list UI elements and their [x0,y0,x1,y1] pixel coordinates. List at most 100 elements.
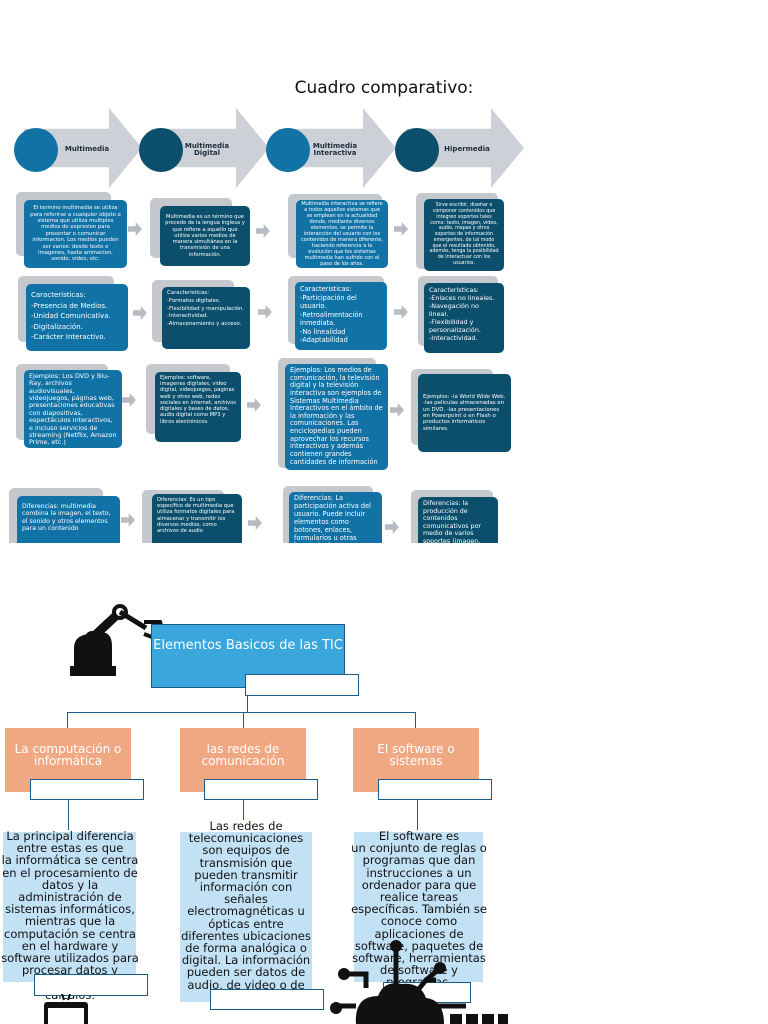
description-line: pueden ser datos de [186,965,306,980]
description-line: entre estas es que [16,841,124,856]
description-line: telecomunicaciones [188,831,304,846]
feature-line: -Presencia de Medios. [31,301,108,310]
feature-line: Caracteristicas: [429,286,479,294]
description-line: digital. La información [181,953,311,968]
feature-line: -Retroalimentación inmediata. [300,310,363,328]
description-line: datos y la [41,877,99,892]
page-break [0,543,768,583]
description-line: son equipos de [202,843,290,858]
definition-box: Multimedia interactiva se refiere a todo… [296,200,388,268]
examples-box: Ejemplos: Los medios de comunicación, la… [285,364,388,470]
header-label-multimedia-digital: Multimedia Digital [184,141,230,157]
description-line: específicas. También se [351,902,487,917]
description-line: pueden transmitir [194,867,298,882]
feature-line: -Enlaces no lineales. [429,294,495,302]
description-bg [3,832,136,982]
description-line: ordenador para que [361,877,477,892]
description-line: software, paquetes de [354,938,484,953]
feature-line: -Participación del usuario. [300,293,357,311]
description-line: El software es [378,829,460,843]
description-line: programas que dan [362,853,476,868]
connector-line [243,800,244,820]
header-label-multimedia-interactiva: Multimedia Interactiva [312,141,358,157]
row-arrow [256,224,270,238]
description-line: Las redes de [209,819,283,833]
connector-line [68,800,69,830]
feature-line: Caracteristicas: [167,290,210,296]
connector-line [247,696,248,712]
row-arrow [385,520,399,534]
feature-line: -Interactividad. [429,334,478,342]
blank-box [210,989,324,1010]
examples-box: Ejemplos: Los DVD y Blu-Ray, archivos au… [24,370,122,448]
header-label-multimedia: Multimedia [64,145,110,154]
features-box: Caracteristicas: -Enlaces no lineales. -… [424,283,504,353]
description-line: computación se centra [4,926,136,941]
description-line: audio, de video o de [187,977,305,992]
header-circle [266,128,310,172]
row-arrow [247,398,261,412]
definition-box: Sirve escribir, diseñar o componer conte… [424,199,504,271]
description-line: diferentes ubicaciones [181,928,311,943]
header-label-hipermedia: Hipermedia [444,145,490,154]
description-line: La principal diferencia [6,829,134,843]
connector-line [243,712,244,728]
feature-line: -Carácter Interactivo. [31,333,106,341]
description-line: información con [199,880,293,895]
description-line: aplicaciones de [374,926,464,941]
row-arrow [248,516,262,530]
monitor-icon [44,994,88,1024]
row-arrow [128,222,142,236]
blank-box [34,974,148,996]
features-box: Caracteristicas: -Formatos digitales. -F… [162,287,250,349]
description-line: sistemas informáticos, [5,902,135,917]
description-line: mientras que la [24,914,116,929]
description-line: conoce como [380,914,458,929]
feature-line: Caracteristicas: [300,285,352,293]
examples-box: Ejemplos: software, imagenes digitales, … [155,372,241,442]
description-line: realice tareas [379,890,459,905]
description-line: en el procesamiento de [2,865,138,880]
description-line: en el hardware y [21,938,119,953]
features-box: Caracteristicas: -Presencia de Medios. -… [26,284,128,351]
description-redes: Las redes de telecomunicaciones son equi… [175,820,317,1003]
description-line: transmisión que [199,855,293,870]
definition-box: El termino multimedia se utiliza para re… [24,200,127,268]
row-arrow [394,222,408,236]
row-arrow [394,305,408,319]
description-computacion: La principal diferencia entre estas es q… [0,830,140,1001]
feature-line: -No linealidad [300,327,346,336]
connector-line [417,800,418,830]
definition-box: Multimedia es un término que procede de … [160,206,250,266]
feature-line: -Flexibilidad y personalización. [429,318,481,334]
connector-line [67,712,68,728]
feature-line: -Navegación no lineal. [429,302,479,318]
feature-line: -Adaptabilidad [300,336,348,345]
feature-line: Caracteristicas: [31,291,86,299]
examples-box: Ejemplos: -la World Wide Web. -las pelíc… [418,374,511,452]
feature-line: -Digitalización. [31,322,83,331]
row-arrow [122,393,136,407]
row-arrow [390,403,404,417]
differences-box: Diferencias: La participación activa del… [289,492,382,550]
connector-line [415,712,416,728]
feature-line: -Interactividad. [167,313,209,320]
header-circle [395,128,439,172]
blank-box [30,779,144,800]
row-arrow [133,306,147,320]
description-line: de forma analógica o [185,941,307,956]
blank-box [204,779,318,800]
cloud-network-icon [330,940,508,1024]
connector-line [67,712,416,713]
feature-line: -Flexibilidad y manipulación. [167,305,245,312]
feature-line: -Almacenamiento y acceso. [167,321,242,328]
page-title: Cuadro comparativo: [294,78,474,98]
row-arrow [121,513,135,527]
header-circle [139,128,183,172]
feature-line: -Unidad Comunicativa. [31,312,111,320]
description-line: electromagnéticas u [187,904,305,919]
description-bg [180,832,312,1002]
description-line: ópticas entre [208,916,284,931]
header-circle [14,128,58,172]
feature-line: -Formatos digitales. [167,297,221,304]
